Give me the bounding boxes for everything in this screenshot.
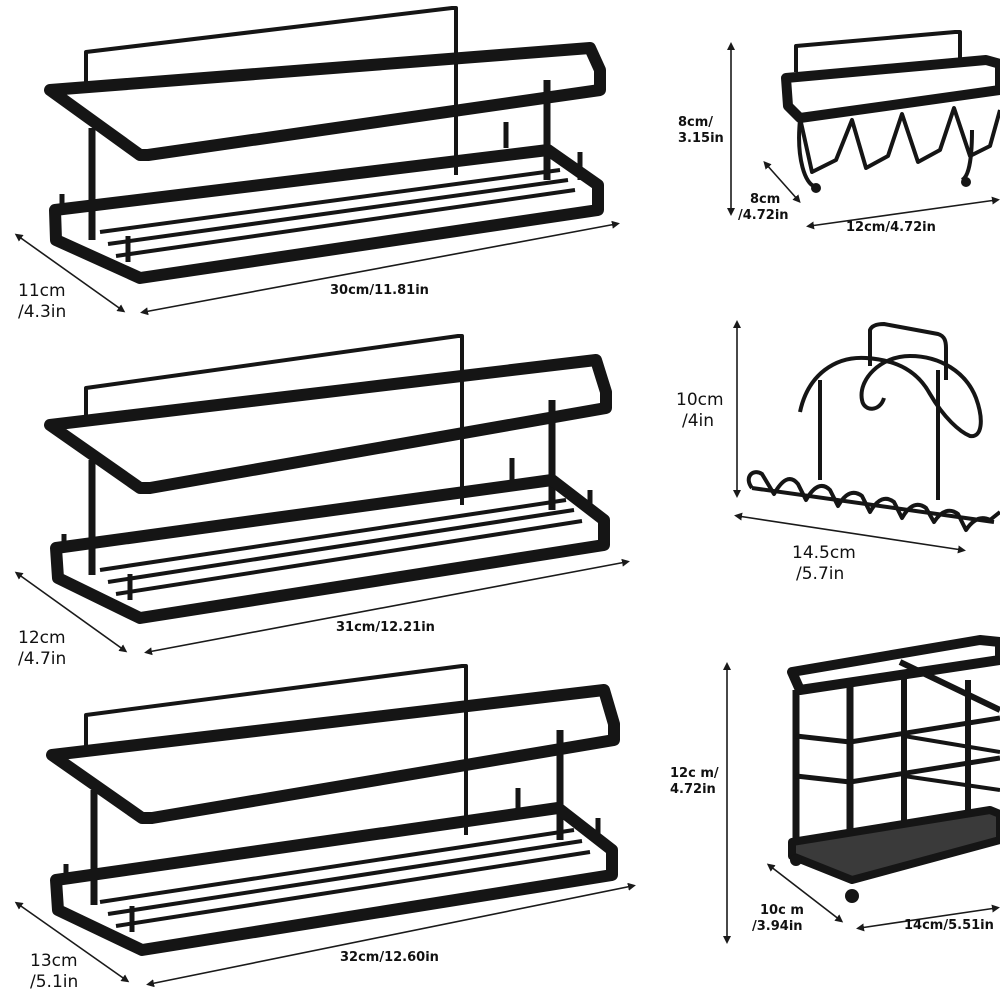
sponge-depth-cm: 8cm	[750, 192, 781, 207]
utensil-height-cm: 12c m/	[670, 766, 719, 781]
utensil-depth-in: /3.94in	[752, 919, 803, 935]
shelf-rack-small	[44, 6, 606, 284]
utensil-width-label: 14cm/5.51in	[904, 918, 994, 933]
sponge-depth-label: 8cm /4.72in	[738, 192, 789, 225]
utensil-height-label: 12c m/ 4.72in	[670, 766, 719, 799]
sponge-holder	[781, 30, 1000, 193]
hook-height-label: 10cm /4in	[676, 390, 724, 433]
rack2-depth-label: 12cm /4.7in	[18, 628, 66, 671]
hook-height-cm: 10cm	[676, 390, 724, 410]
rack3-depth-in: /5.1in	[30, 972, 79, 993]
sponge-width-label: 12cm/4.72in	[846, 220, 936, 235]
utensil-holder	[787, 635, 1000, 903]
rack1-depth-cm: 11cm	[18, 281, 66, 301]
sponge-height-in: 3.15in	[678, 131, 724, 147]
rack2-width-label: 31cm/12.21in	[336, 620, 435, 635]
hook-height-in: /4in	[682, 411, 715, 432]
sponge-height-label: 8cm/ 3.15in	[678, 115, 724, 148]
rack3-depth-label: 13cm /5.1in	[30, 951, 78, 994]
shelf-rack-medium	[44, 334, 612, 624]
rack1-depth-label: 11cm /4.3in	[18, 281, 66, 324]
hook-holder	[746, 322, 1000, 532]
sponge-height-cm: 8cm/	[678, 115, 714, 130]
utensil-depth-label: 10c m /3.94in	[752, 903, 804, 936]
rack1-width-label: 30cm/11.81in	[330, 283, 429, 298]
rack3-depth-cm: 13cm	[30, 951, 78, 971]
hook-width-label: 14.5cm /5.7in	[792, 543, 856, 586]
rack2-depth-in: /4.7in	[18, 649, 67, 670]
sponge-depth-in: /4.72in	[738, 208, 789, 224]
utensil-height-in: 4.72in	[670, 782, 716, 798]
utensil-depth-cm: 10c m	[760, 903, 804, 918]
rack2-depth-cm: 12cm	[18, 628, 66, 648]
rack1-depth-in: /4.3in	[18, 302, 67, 323]
hook-width-cm: 14.5cm	[792, 543, 856, 563]
rack3-width-label: 32cm/12.60in	[340, 950, 439, 965]
dimension-lines	[14, 42, 1000, 988]
hook-width-in: /5.7in	[796, 564, 845, 585]
